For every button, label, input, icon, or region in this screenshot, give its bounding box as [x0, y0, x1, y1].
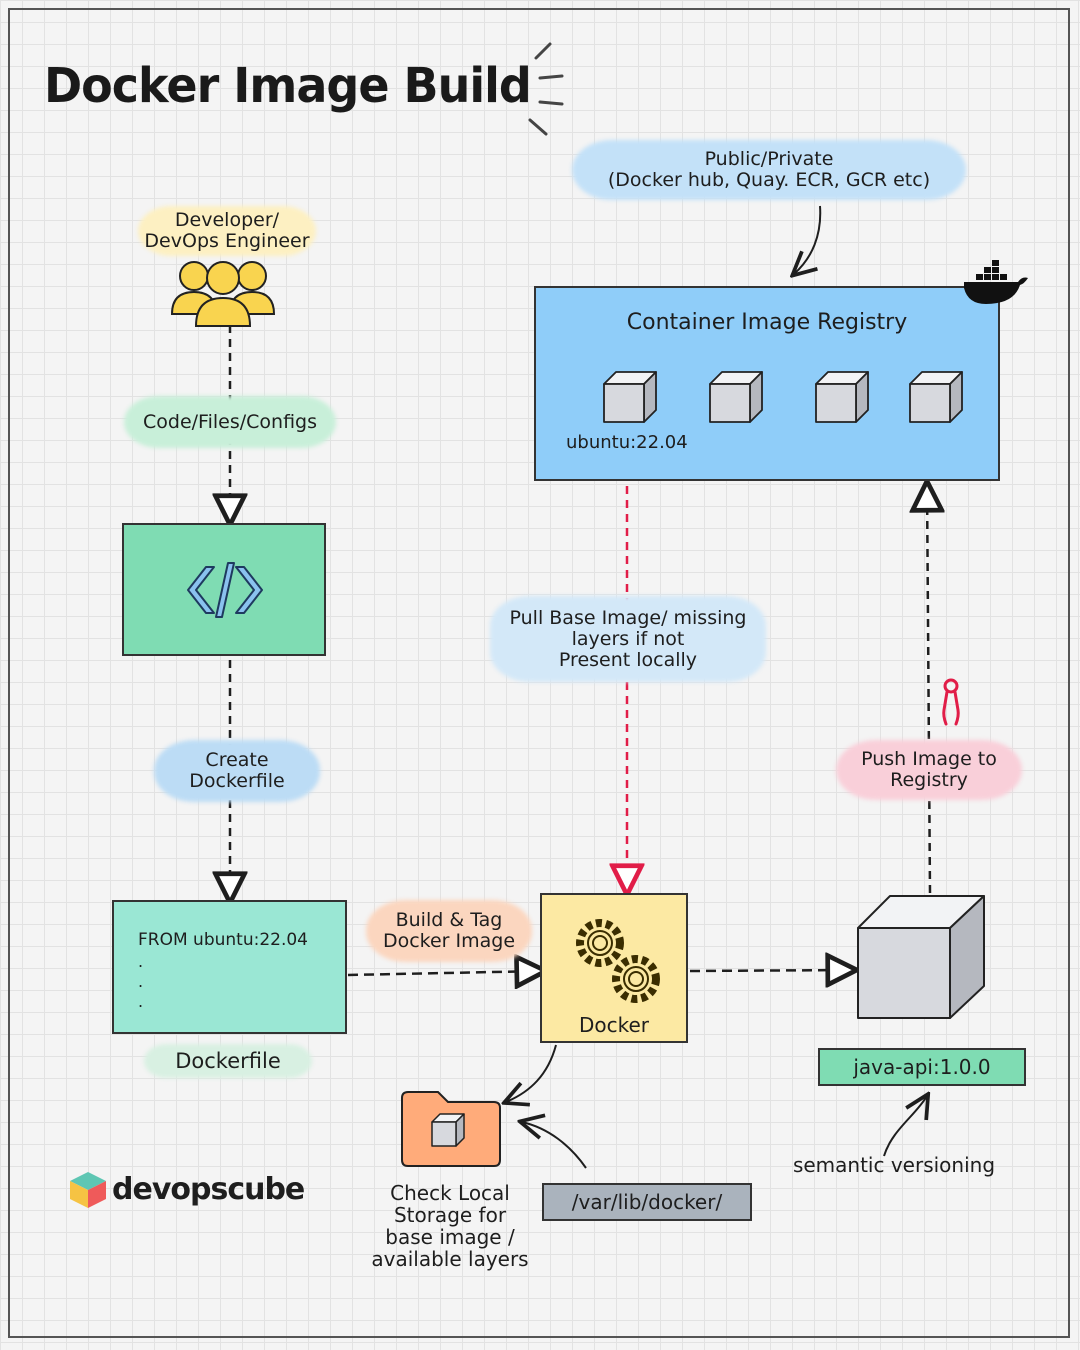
users-icon [170, 261, 276, 327]
base-image-label: ubuntu:22.04 [566, 432, 688, 453]
pull-base-image-label: Pull Base Image/ missing layers if not P… [490, 596, 766, 682]
docker-path-badge: /var/lib/docker/ [542, 1183, 752, 1221]
docker-engine-box: Docker [540, 893, 688, 1043]
dockerfile-dots: . . . [138, 952, 144, 1011]
registry-image-cube-1 [603, 371, 657, 423]
image-cube-icon [857, 895, 985, 1019]
container-registry-box: Container Image Registry ubuntu:22.04 [534, 286, 1000, 481]
devopscube-logo-icon [70, 1172, 106, 1208]
folder-icon [401, 1091, 501, 1167]
image-tag-badge: java-api:1.0.0 [818, 1048, 1026, 1086]
registry-image-cube-4 [909, 371, 963, 423]
code-box [122, 523, 326, 656]
pin-clip-icon [942, 678, 960, 726]
registry-type-note: Public/Private(Docker hub, Quay. ECR, GC… [572, 140, 966, 200]
dockerfile-box: FROM ubuntu:22.04 . . . [112, 900, 347, 1034]
page-title: Docker Image Build [44, 56, 532, 114]
docker-label: Docker [578, 1013, 650, 1037]
semantic-versioning-note: semantic versioning [792, 1153, 996, 1177]
registry-title: Container Image Registry [626, 310, 908, 335]
code-files-label: Code/Files/Configs [124, 396, 336, 448]
registry-image-cube-2 [709, 371, 763, 423]
brand-name: devopscube [112, 1172, 305, 1207]
developer-label: Developer/DevOps Engineer [138, 206, 316, 256]
registry-image-cube-3 [815, 371, 869, 423]
docker-whale-icon [964, 260, 1028, 304]
gears-icon [576, 919, 660, 1003]
diagram-frame [8, 8, 1070, 1338]
dockerfile-from-line: FROM ubuntu:22.04 [138, 930, 308, 950]
local-storage-label: Check Local Storage for base image / ava… [371, 1181, 529, 1271]
code-icon [187, 562, 263, 618]
dockerfile-caption: Dockerfile [144, 1044, 312, 1078]
